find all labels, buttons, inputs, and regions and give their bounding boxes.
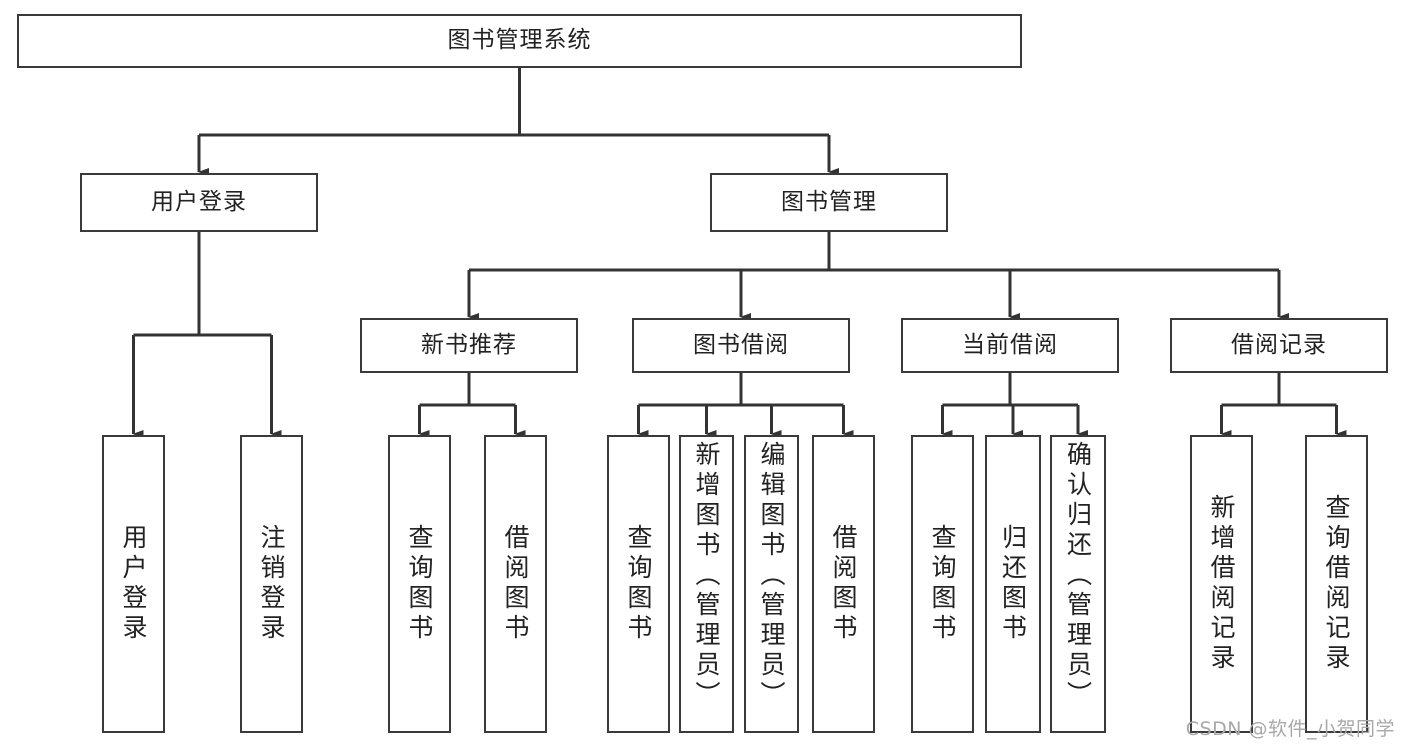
- node-leaf-edit-book[interactable]: 编辑图书（管理员）: [744, 435, 799, 733]
- node-user-login-label: 用户登录: [151, 188, 247, 215]
- node-leaf-return-book[interactable]: 归还图书: [985, 435, 1041, 733]
- node-leaf-query-record-label: 查询借阅记录: [1322, 494, 1351, 674]
- node-leaf-user-logout-label: 注销登录: [257, 524, 286, 644]
- node-leaf-borrow-book-1-label: 借阅图书: [501, 524, 530, 644]
- node-leaf-query-record[interactable]: 查询借阅记录: [1305, 435, 1368, 733]
- node-leaf-query-book-2-label: 查询图书: [624, 524, 653, 644]
- node-leaf-query-book-3[interactable]: 查询图书: [911, 435, 974, 733]
- node-book-borrow-label: 图书借阅: [693, 331, 789, 358]
- node-book-borrow[interactable]: 图书借阅: [632, 318, 850, 373]
- node-leaf-borrow-book-2[interactable]: 借阅图书: [812, 435, 875, 733]
- node-current-borrow-label: 当前借阅: [962, 331, 1058, 358]
- node-leaf-return-book-label: 归还图书: [998, 524, 1028, 644]
- node-leaf-add-record-label: 新增借阅记录: [1207, 494, 1236, 674]
- connector-lines: [132, 68, 1347, 438]
- node-leaf-add-book[interactable]: 新增图书（管理员）: [679, 435, 734, 733]
- node-leaf-confirm-return-label: 确认归还（管理员）: [1063, 441, 1093, 711]
- node-leaf-query-book-2[interactable]: 查询图书: [607, 435, 670, 733]
- node-user-login[interactable]: 用户登录: [80, 173, 318, 232]
- node-new-book-rec[interactable]: 新书推荐: [360, 318, 578, 373]
- node-new-book-rec-label: 新书推荐: [421, 331, 517, 358]
- node-borrow-record[interactable]: 借阅记录: [1170, 318, 1388, 373]
- node-root-label: 图书管理系统: [447, 27, 592, 54]
- node-leaf-user-login[interactable]: 用户登录: [102, 435, 165, 733]
- node-borrow-record-label: 借阅记录: [1231, 331, 1327, 358]
- node-leaf-borrow-book-2-label: 借阅图书: [829, 524, 858, 644]
- node-leaf-confirm-return[interactable]: 确认归还（管理员）: [1050, 435, 1106, 733]
- node-leaf-add-book-label: 新增图书（管理员）: [692, 441, 721, 711]
- node-leaf-user-login-label: 用户登录: [119, 524, 148, 644]
- node-current-borrow[interactable]: 当前借阅: [901, 318, 1119, 373]
- node-book-manage[interactable]: 图书管理: [710, 173, 948, 232]
- node-root[interactable]: 图书管理系统: [17, 14, 1022, 68]
- node-leaf-add-record[interactable]: 新增借阅记录: [1190, 435, 1253, 733]
- node-leaf-query-book-1[interactable]: 查询图书: [388, 435, 451, 733]
- node-leaf-user-logout[interactable]: 注销登录: [240, 435, 303, 733]
- node-leaf-query-book-3-label: 查询图书: [928, 524, 957, 644]
- node-book-manage-label: 图书管理: [781, 188, 877, 215]
- node-leaf-query-book-1-label: 查询图书: [405, 524, 434, 644]
- node-leaf-borrow-book-1[interactable]: 借阅图书: [484, 435, 547, 733]
- node-leaf-edit-book-label: 编辑图书（管理员）: [757, 441, 786, 711]
